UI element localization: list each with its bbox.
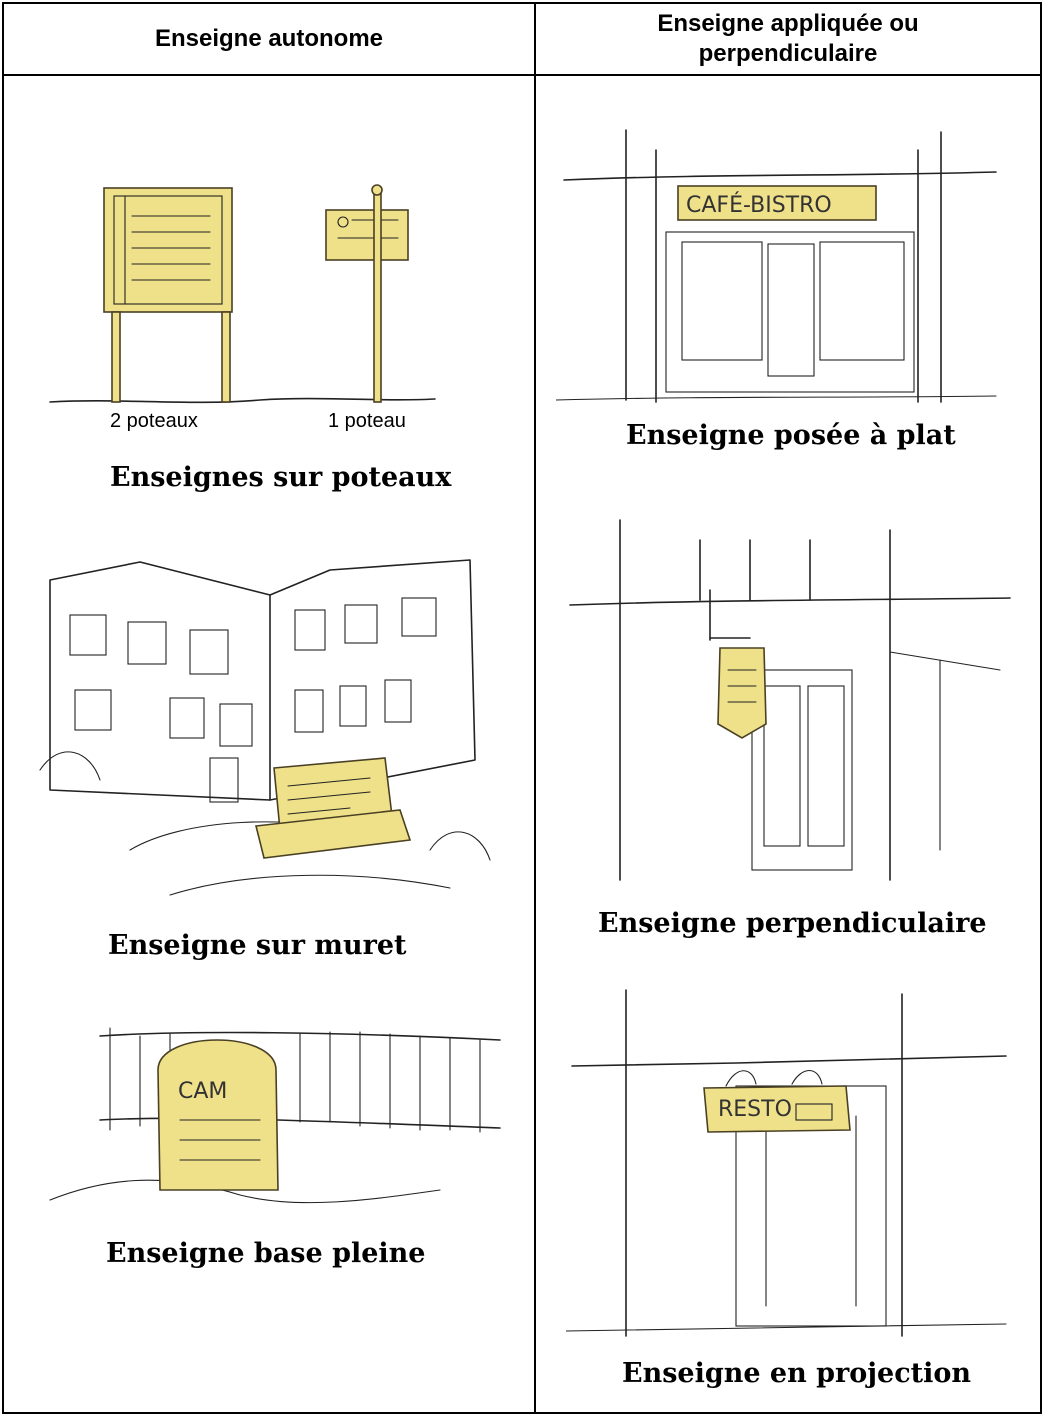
muret-illustration — [39, 559, 491, 896]
caption-perpendiculaire: Enseigne perpendiculaire — [598, 908, 987, 939]
header-divider — [4, 74, 1040, 76]
posts-sign-illustration — [49, 184, 436, 404]
caption-base-pleine: Enseigne base pleine — [106, 1238, 426, 1269]
projection-illustration: RESTO — [566, 989, 1007, 1337]
header-left: Enseigne autonome — [154, 25, 384, 52]
perpendiculaire-illustration — [569, 519, 1011, 881]
cam-sign-text: CAM — [178, 1079, 227, 1104]
pose-a-plat-illustration: CAFÉ-BISTRO — [556, 129, 997, 403]
label-2-poteaux: 2 poteaux — [110, 410, 198, 432]
caption-pose-a-plat: Enseigne posée à plat — [626, 420, 956, 451]
caption-projection: Enseigne en projection — [622, 1358, 972, 1389]
resto-sign-text: RESTO — [718, 1097, 792, 1122]
column-divider — [534, 4, 536, 1412]
label-1-poteau: 1 poteau — [328, 410, 406, 432]
cafe-bistro-sign-text: CAFÉ-BISTRO — [686, 192, 832, 218]
base-pleine-illustration: CAM — [49, 1027, 501, 1204]
caption-poteaux: Enseignes sur poteaux — [110, 462, 452, 493]
caption-muret: Enseigne sur muret — [108, 930, 407, 961]
